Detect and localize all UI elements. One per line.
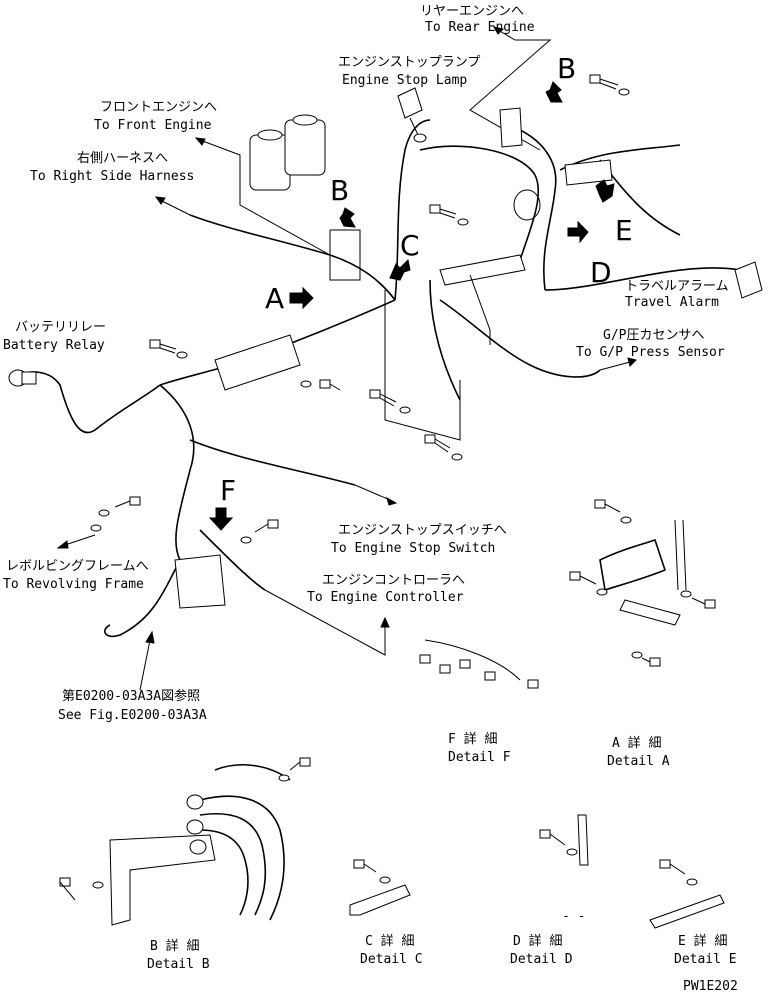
view-letter-e: E xyxy=(615,214,633,247)
bolt-icon xyxy=(300,379,341,391)
detail-e-drawing: E 詳 細 Detail E xyxy=(649,859,737,967)
view-arrow-b-top-icon xyxy=(545,81,563,103)
front-engine-module xyxy=(249,114,326,191)
detail-a-label-jp: A 詳 細 xyxy=(612,735,661,751)
label-battery-relay-jp: バッテリリレー xyxy=(15,320,106,335)
bolt-icon xyxy=(424,434,463,461)
label-right-harness-jp: 右側ハーネスへ xyxy=(77,151,168,166)
engine-stop-lamp xyxy=(397,87,427,143)
label-engine-stop-lamp-en: Engine Stop Lamp xyxy=(342,73,467,88)
detail-d-label-jp: D 詳 細 xyxy=(513,933,562,949)
bolt-icon xyxy=(278,757,311,782)
view-letter-f: F xyxy=(220,474,236,507)
detail-d-dash: - - xyxy=(562,909,585,924)
detail-a-drawing: A 詳 細 Detail A xyxy=(569,499,716,769)
label-right-harness-en: To Right Side Harness xyxy=(30,169,194,184)
label-stop-switch-jp: エンジンストップスイッチへ xyxy=(338,523,507,538)
label-see-fig-jp: 第E0200-03A3A図参照 xyxy=(62,688,200,704)
bolts xyxy=(90,74,630,544)
view-letter-b-top: B xyxy=(557,52,576,85)
callout-labels: リヤーエンジンへ To Rear Engine エンジンストップランプ Engi… xyxy=(3,4,729,723)
view-arrow-e-icon xyxy=(595,179,615,203)
detail-f-drawing: F 詳 細 Detail F xyxy=(419,639,539,765)
bolt-icon xyxy=(353,859,391,884)
ring-clamp xyxy=(513,189,541,221)
view-letter-d: D xyxy=(590,256,612,289)
view-arrow-d-icon xyxy=(567,220,589,244)
bolt-icon xyxy=(631,651,661,667)
view-arrows xyxy=(208,81,615,531)
bolt-icon xyxy=(659,859,698,886)
detail-c-drawing: C 詳 細 Detail C xyxy=(349,859,423,967)
label-see-fig-en: See Fig.E0200-03A3A xyxy=(58,708,207,723)
label-travel-alarm-en: Travel Alarm xyxy=(625,295,719,310)
detail-e-label-en: Detail E xyxy=(674,952,737,967)
bolt-icon xyxy=(680,590,716,609)
detail-b-drawing: B 詳 細 Detail B xyxy=(59,757,311,972)
label-revolving-jp: レボルビングフレームへ xyxy=(6,559,149,574)
detail-e-label-jp: E 詳 細 xyxy=(678,933,727,949)
brackets xyxy=(174,107,613,609)
detail-d-drawing: - - D 詳 細 Detail D xyxy=(510,814,589,967)
view-letter-b-mid: B xyxy=(330,174,349,207)
detail-c-label-jp: C 詳 細 xyxy=(365,933,414,949)
label-controller-jp: エンジンコントローラへ xyxy=(322,573,465,588)
harness-wires xyxy=(19,119,741,638)
view-arrow-b-mid-icon xyxy=(339,207,356,228)
label-gp-sensor-en: To G/P Press Sensor xyxy=(576,345,725,360)
view-arrow-c-icon xyxy=(389,258,411,281)
detail-b-label-jp: B 詳 細 xyxy=(150,938,199,954)
label-rear-engine-jp: リヤーエンジンへ xyxy=(420,4,524,19)
bolt-icon xyxy=(240,519,279,544)
label-travel-alarm-jp: トラベルアラーム xyxy=(625,279,729,294)
detail-f-label-en: Detail F xyxy=(448,750,511,765)
drawing-code: PW1E202 xyxy=(683,979,738,994)
leader-lines xyxy=(56,26,637,691)
label-engine-stop-lamp-jp: エンジンストップランプ xyxy=(338,55,480,70)
detail-a-label-en: Detail A xyxy=(607,754,670,769)
bolt-icon xyxy=(90,496,141,532)
detail-c-label-en: Detail C xyxy=(360,952,423,967)
bolt-icon xyxy=(369,389,411,414)
battery-relay xyxy=(8,369,37,387)
view-letter-c: C xyxy=(400,229,420,262)
bolt-icon xyxy=(589,74,630,96)
detail-d-label-en: Detail D xyxy=(510,952,573,967)
view-arrow-f-icon xyxy=(208,507,234,531)
travel-alarm xyxy=(734,261,763,299)
label-revolving-en: To Revolving Frame xyxy=(3,577,144,592)
label-stop-switch-en: To Engine Stop Switch xyxy=(331,541,495,556)
label-front-engine-en: To Front Engine xyxy=(94,118,212,133)
view-letter-a: A xyxy=(265,282,284,315)
bolt-icon xyxy=(429,204,469,226)
label-battery-relay-en: Battery Relay xyxy=(3,338,105,353)
label-controller-en: To Engine Controller xyxy=(307,590,464,605)
detail-b-label-en: Detail B xyxy=(147,957,210,972)
bolt-icon xyxy=(59,877,104,901)
label-rear-engine-en: To Rear Engine xyxy=(425,20,535,35)
label-gp-sensor-jp: G/P圧カセンサへ xyxy=(603,328,704,343)
view-letters: A B B C D E F xyxy=(220,52,633,507)
bolt-icon xyxy=(539,829,578,856)
detail-f-label-jp: F 詳 細 xyxy=(448,731,497,747)
view-arrow-a-icon xyxy=(289,286,314,310)
bolt-icon xyxy=(569,571,608,596)
label-front-engine-jp: フロントエンジンへ xyxy=(100,100,217,115)
bolt-icon xyxy=(594,499,632,524)
bolt-icon xyxy=(149,339,188,359)
